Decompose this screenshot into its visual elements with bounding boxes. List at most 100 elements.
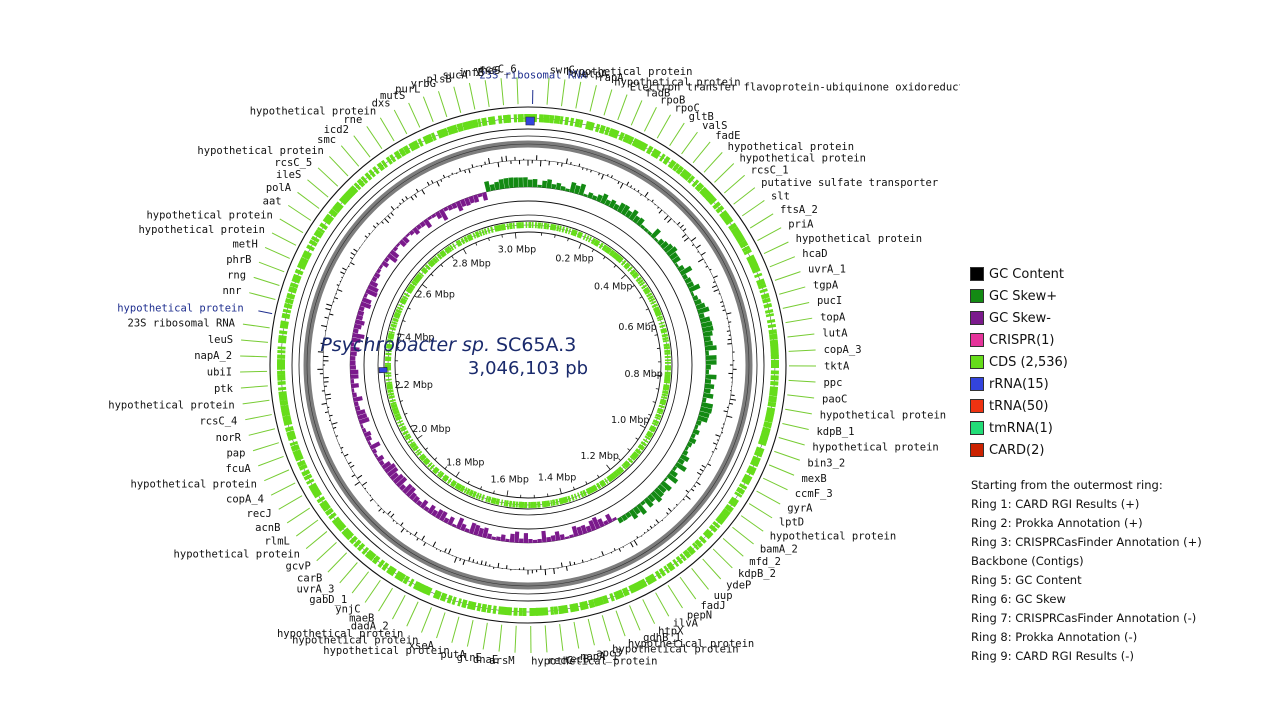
cds-feature [433,467,440,475]
cds-feature [469,601,477,611]
cds-feature [414,448,421,454]
cds-feature [466,120,474,130]
label-leader [702,558,722,580]
cds-feature [769,333,778,340]
cds-feature [466,234,472,242]
legend-item: GC Skew+ [970,285,1270,307]
cds-feature [553,606,559,615]
gene-label: yheS [475,65,500,77]
label-leader [732,526,754,545]
cds-feature [756,278,766,287]
rrna-feature [378,367,388,374]
cds-feature [543,114,550,123]
label-leader [560,79,566,107]
cds-feature [349,535,358,545]
cds-feature [621,464,627,470]
gene-label: phrB [226,254,251,266]
rrna-feature [525,116,535,126]
label-leader [681,131,698,155]
label-leader [378,587,393,612]
cds-feature [418,453,425,459]
cds-feature [395,415,402,422]
cds-feature [746,254,756,263]
cds-feature [417,138,424,147]
cds-feature [463,487,468,494]
gene-label: plsB [426,73,451,85]
cds-feature [294,454,304,462]
cds-feature [604,246,610,253]
cds-feature [385,365,392,368]
gene-label: ppc [823,377,842,389]
cds-feature [386,343,393,347]
label-leader [679,576,697,600]
label-leader [252,442,279,452]
cds-feature [733,231,744,241]
cds-feature [385,374,392,377]
cds-feature [388,330,395,334]
cds-feature [534,222,538,229]
label-leader [768,464,795,476]
gene-label: rcsC_6 [479,64,517,76]
cds-feature [650,300,657,305]
scale-tick [621,274,626,280]
cds-feature [608,249,616,257]
cds-feature [298,463,308,471]
label-leader [787,394,815,399]
label-leader [575,81,582,109]
cds-feature [531,607,538,616]
cds-feature [400,297,408,303]
cds-feature [588,121,595,131]
cds-feature [451,124,459,134]
scale-tick-label: 0.2 Mbp [555,254,593,265]
cds-feature [283,302,293,310]
cds-feature [454,482,461,490]
cds-feature [550,499,553,507]
legend-item: tmRNA(1) [970,417,1270,439]
label-leader [364,579,381,603]
cds-feature [450,479,455,487]
cds-feature [391,321,398,325]
cds-feature [741,478,750,486]
cds-feature [753,450,763,458]
legend-label: tmRNA(1) [989,420,1053,436]
gene-label: recC [548,655,573,667]
gene-label: recB [564,653,589,665]
cds-feature [303,250,312,257]
cds-feature [427,261,434,268]
cds-feature [389,398,396,403]
cds-feature [390,323,397,328]
cds-feature [492,605,497,614]
gene-label: bin3_2 [807,457,845,469]
label-leader [240,385,268,389]
label-leader [748,503,773,519]
scale-tick [655,388,659,390]
cds-feature [738,483,748,490]
cds-feature [291,276,301,284]
cds-feature [664,349,671,353]
cds-feature [414,581,424,592]
cds-feature [679,553,687,562]
cds-feature [664,352,671,355]
cds-feature [586,487,593,495]
gene-label: gdhB_1 [643,632,681,644]
cds-feature [449,244,455,251]
cds-feature [618,257,624,264]
cds-feature [638,443,646,451]
cds-feature [278,334,287,339]
cds-feature [405,435,412,441]
cds-feature [561,226,565,233]
scale-tick [573,486,575,490]
cds-feature [293,273,302,280]
gene-label: hypothetical protein [812,442,938,454]
cds-feature [283,418,293,426]
gene-label: putA [440,649,466,661]
cds-feature [658,153,666,162]
cds-feature [475,492,480,499]
cds-feature [706,194,716,204]
cds-feature [728,499,738,508]
gene-label: acnB [255,522,280,534]
legend-swatch [970,443,984,457]
cds-feature [394,311,401,317]
cds-feature [724,503,734,513]
cds-feature [662,386,670,391]
